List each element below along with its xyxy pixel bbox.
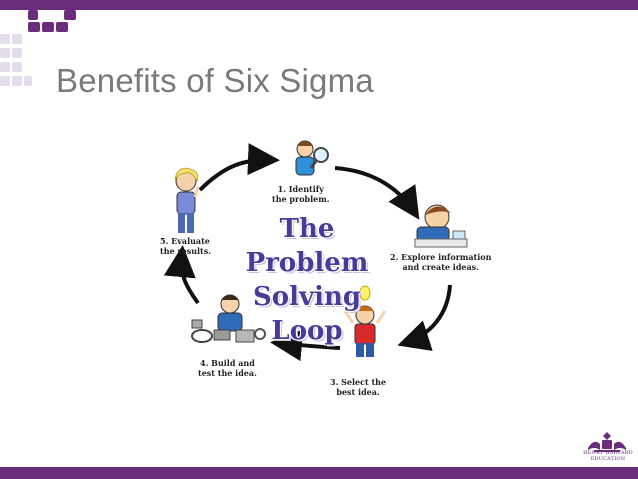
step-4-line-1: 4. Build and bbox=[200, 358, 255, 368]
logo-line-1: HENRY HARVARD bbox=[583, 450, 633, 456]
step-label-explore: 2. Explore information and create ideas. bbox=[390, 252, 491, 272]
loop-heading-line-1: The Problem bbox=[245, 214, 369, 278]
arrow-2-to-3 bbox=[397, 284, 452, 351]
step-2-line-1: 2. Explore information bbox=[390, 252, 492, 262]
loop-heading-line-2: Solving Loop bbox=[252, 282, 362, 346]
step-1-line-1: 1. Identify bbox=[277, 184, 324, 194]
step-1-line-2: the problem. bbox=[272, 194, 330, 204]
step-label-build: 4. Build and test the idea. bbox=[198, 358, 257, 378]
figure-build bbox=[191, 294, 266, 343]
top-accent-bar bbox=[0, 0, 638, 10]
figure-evaluate bbox=[174, 167, 200, 233]
step-3-line-2: best idea. bbox=[336, 387, 380, 397]
figure-select bbox=[343, 285, 387, 357]
logo-line-2: EDUCATION bbox=[590, 456, 626, 462]
step-4-line-2: test the idea. bbox=[198, 368, 257, 378]
step-label-select: 3. Select the best idea. bbox=[330, 377, 386, 397]
arrow-5-to-1 bbox=[198, 143, 280, 192]
corner-decoration bbox=[0, 0, 76, 86]
step-label-evaluate: 5. Evaluate the results. bbox=[160, 236, 211, 256]
step-5-line-2: the results. bbox=[160, 246, 212, 256]
arrow-4-to-5 bbox=[163, 245, 200, 305]
step-2-line-2: and create ideas. bbox=[402, 262, 479, 272]
loop-heading: The Problem Solving Loop bbox=[222, 212, 392, 348]
henry-harvard-crest-logo bbox=[588, 432, 626, 452]
figure-explore bbox=[414, 204, 468, 248]
step-label-identify: 1. Identify the problem. bbox=[272, 184, 330, 204]
arrow-1-to-2 bbox=[334, 166, 420, 220]
step-5-line-1: 5. Evaluate bbox=[160, 236, 210, 246]
step-3-line-1: 3. Select the bbox=[330, 377, 387, 387]
arrow-3-to-4 bbox=[270, 329, 341, 362]
problem-solving-loop-illustration bbox=[163, 140, 468, 362]
bottom-accent-bar bbox=[0, 467, 638, 479]
slide-title: Benefits of Six Sigma bbox=[56, 62, 374, 99]
logo-wordmark: HENRY HARVARD EDUCATION bbox=[580, 450, 636, 462]
figure-identify bbox=[295, 140, 329, 176]
